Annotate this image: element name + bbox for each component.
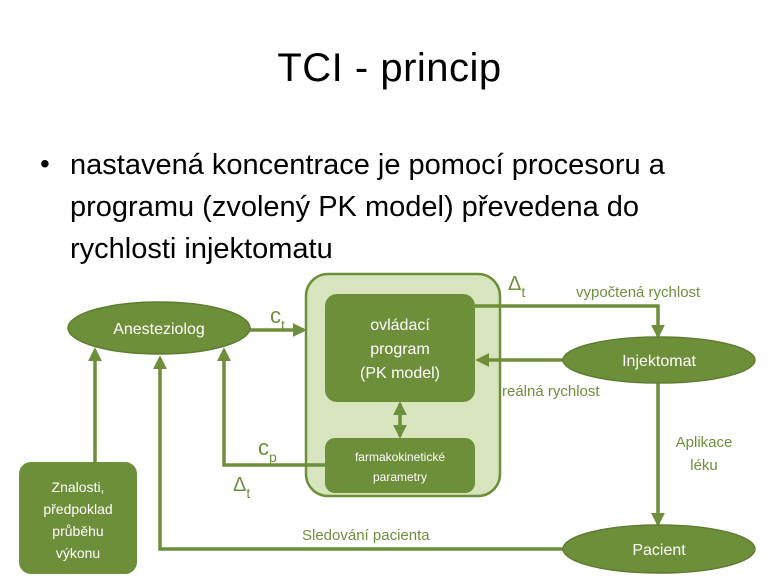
- arrow-cp: [217, 347, 326, 467]
- label-aplikace-line-1: Aplikace: [676, 434, 733, 451]
- label-ct-symbol: c: [270, 303, 281, 328]
- program-line-1: ovládací: [370, 317, 430, 334]
- label-delta-top: Δt: [508, 273, 525, 300]
- label-delta-bottom: Δt: [233, 474, 250, 501]
- node-znalosti: Znalosti, předpoklad průběhu výkonu: [19, 462, 137, 574]
- anesteziolog-label: Anesteziolog: [113, 321, 205, 338]
- label-cp-sub: p: [269, 449, 277, 465]
- znalosti-line-4: výkonu: [56, 545, 100, 561]
- program-line-2: program: [370, 341, 430, 358]
- label-delta-top-sub: t: [521, 284, 525, 300]
- label-ct-sub: t: [281, 317, 285, 333]
- label-cp: cp: [258, 435, 277, 465]
- label-delta-bottom-sub: t: [246, 485, 250, 501]
- slide-title: TCI - princip: [277, 46, 502, 90]
- parametry-line-1: farmakokinetické: [355, 450, 445, 464]
- label-realna: reálná rychlost: [502, 383, 600, 400]
- node-anesteziolog: Anesteziolog: [67, 301, 251, 355]
- pacient-label: Pacient: [632, 542, 686, 559]
- label-ct: ct: [270, 303, 285, 333]
- label-delta-bottom-symbol: Δ: [233, 474, 246, 496]
- label-cp-symbol: c: [258, 435, 269, 460]
- node-injektomat: Injektomat: [562, 336, 756, 384]
- znalosti-line-3: průběhu: [52, 523, 103, 539]
- label-vypoctena: vypočtená rychlost: [576, 284, 701, 301]
- arrow-sledovani: [153, 355, 564, 551]
- bullet-text: nastavená koncentrace je pomocí procesor…: [70, 149, 665, 265]
- label-delta-top-symbol: Δ: [508, 273, 521, 295]
- znalosti-line-2: předpoklad: [43, 501, 112, 517]
- arrow-program-to-injektomat: [475, 304, 665, 339]
- znalosti-line-1: Znalosti,: [52, 479, 105, 495]
- node-program: ovládací program (PK model): [325, 294, 475, 402]
- injektomat-label: Injektomat: [622, 353, 696, 370]
- node-pacient: Pacient: [562, 524, 756, 574]
- label-sledovani: Sledování pacienta: [302, 527, 430, 544]
- node-parametry: farmakokinetické parametry: [325, 438, 475, 493]
- label-aplikace-line-2: léku: [690, 457, 718, 474]
- parametry-line-2: parametry: [373, 470, 427, 484]
- bullet-dot-icon: •: [40, 148, 50, 179]
- program-line-3: (PK model): [360, 365, 440, 382]
